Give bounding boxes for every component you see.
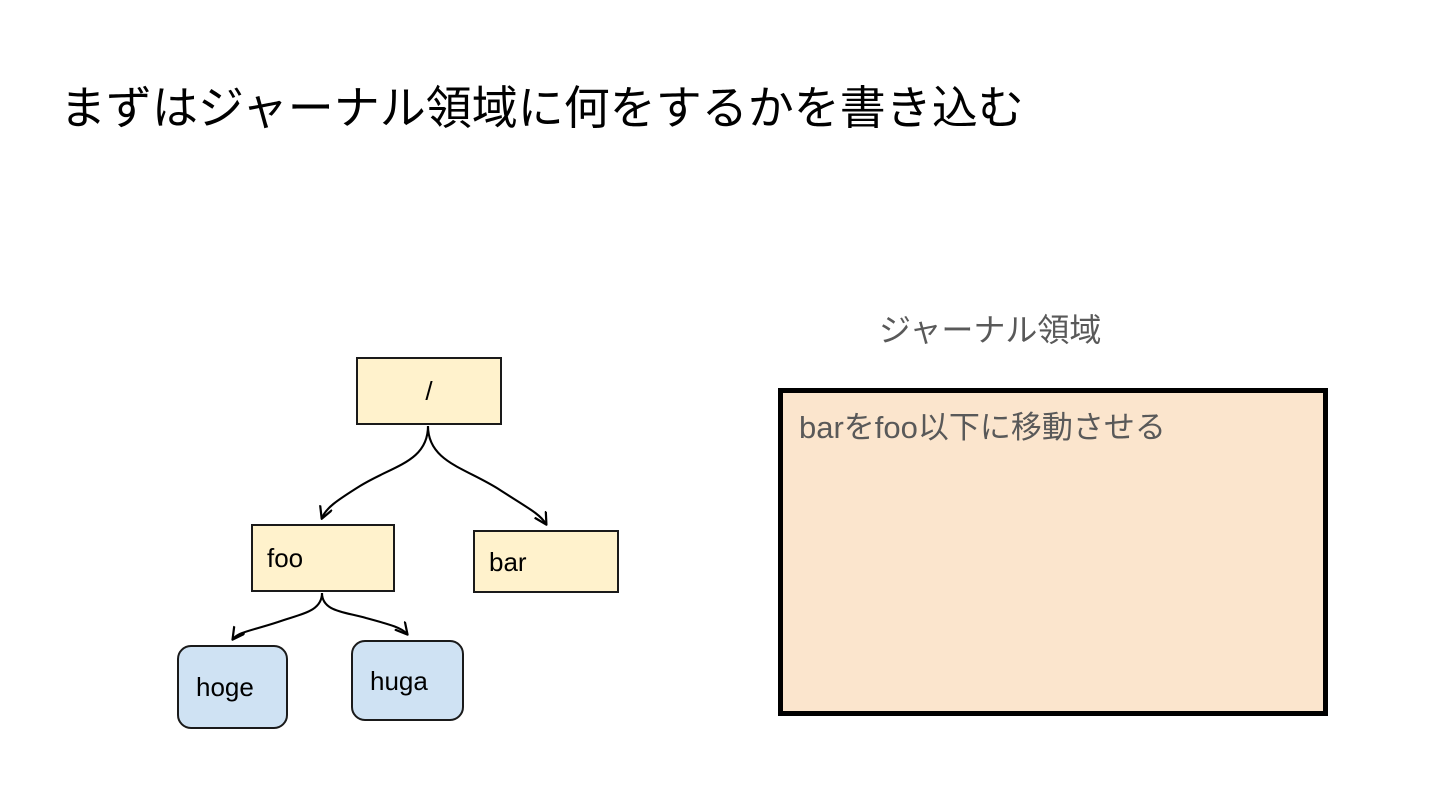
journal-entry-list: barをfoo以下に移動させる — [799, 407, 1313, 449]
edge-foo-hoge — [233, 592, 324, 639]
page-title: まずはジャーナル領域に何をするかを書き込む — [60, 82, 1024, 134]
journal-region-label: ジャーナル領域 — [879, 312, 1102, 348]
tree-node-label: foo — [267, 543, 304, 573]
tree-node-root[interactable]: / — [356, 357, 502, 425]
tree-node-foo[interactable]: foo — [251, 524, 395, 592]
edge-root-bar — [426, 425, 546, 524]
tree-node-bar[interactable]: bar — [473, 530, 619, 593]
tree-node-label: hoge — [196, 672, 254, 702]
journal-entry: barをfoo以下に移動させる — [799, 410, 1166, 445]
edge-foo-huga — [320, 592, 407, 634]
tree-node-label: huga — [370, 665, 428, 696]
journal-region-box: barをfoo以下に移動させる — [778, 388, 1328, 716]
tree-node-hoge[interactable]: hoge — [177, 645, 288, 729]
tree-node-label: / — [425, 376, 433, 406]
tree-node-huga[interactable]: huga — [351, 640, 464, 721]
edge-root-foo — [322, 425, 430, 518]
tree-node-label: bar — [489, 546, 527, 577]
